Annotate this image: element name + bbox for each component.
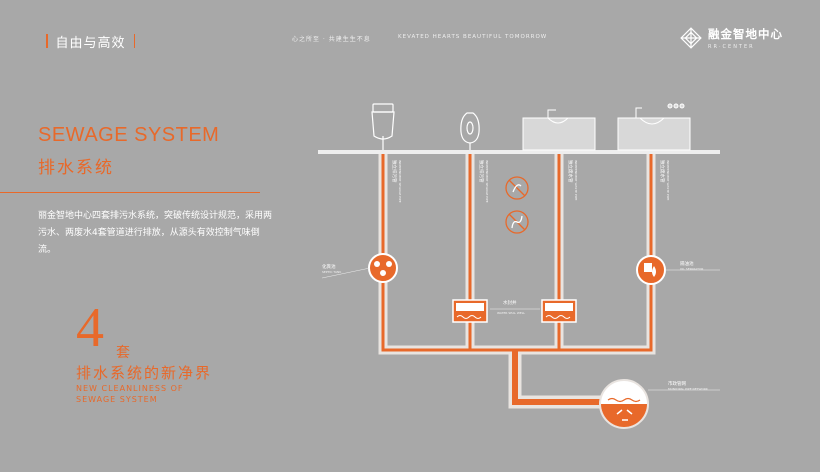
brand-logo: 融金智地中心 RR·CENTER [680, 26, 783, 50]
pipe-label-1: 独立排污管 INDEPENDENT SEWAGE PIPE [391, 160, 402, 203]
big-unit: 套 [116, 345, 130, 361]
section-tag-label: 自由与高效 [55, 35, 126, 51]
water-seal-well-left-icon [452, 299, 488, 323]
water-seal-en: WATER SEAL WELL [497, 311, 525, 315]
tag-bar-right [133, 34, 136, 48]
municipal-cn: 市政管网 [668, 380, 686, 387]
slogan-en: KEVATED HEARTS BEAUTIFUL TOMORROW [398, 34, 548, 40]
pipe-label-2: 独立排污管 INDEPENDENT SEWAGE PIPE [478, 160, 489, 203]
pipe-label-4: 独立废水管 INDEPENDENT WASTE PIPE [659, 160, 670, 200]
septic-tank-en: SEPTIC TANK [322, 270, 342, 274]
slogan-cn: 心之所至 · 共建生生不息 [292, 36, 371, 43]
urinal-icon [460, 112, 480, 150]
toilet-icon [371, 103, 395, 150]
pipe-label-3-en: INDEPENDENT WASTE PIPE [574, 160, 578, 200]
pipe-label-3-cn: 独立废水管 [567, 160, 574, 183]
subtitle-cn: 排水系统的新净界 [76, 364, 213, 382]
logo-mark-icon [680, 27, 702, 49]
tag-bar-left [46, 34, 48, 48]
municipal-en: MUNICIPAL PIPE NETWORK [668, 387, 709, 391]
pipe-label-4-en: INDEPENDENT WASTE PIPE [666, 160, 670, 200]
water-seal-well-right-icon [541, 299, 577, 323]
subtitle-en-line1: NEW CLEANLINESS OF [76, 384, 184, 393]
water-seal-cn: 水封井 [503, 299, 517, 306]
logo-en: RR·CENTER [708, 44, 755, 50]
oil-separator-en: OIL SEPARATOR [680, 267, 703, 271]
sink-left-icon [522, 109, 596, 151]
pipe-label-1-cn: 独立排污管 [391, 160, 398, 183]
title-cn: 排水系统 [38, 158, 114, 178]
subtitle-en-line2: SEWAGE SYSTEM [76, 395, 158, 404]
no-odor-icon [505, 176, 529, 200]
main-drain-inner [512, 350, 620, 405]
section-tag: 自由与高效 [38, 32, 143, 51]
pipe-label-4-cn: 独立废水管 [659, 160, 666, 183]
pipe-label-3: 独立废水管 INDEPENDENT WASTE PIPE [567, 160, 578, 200]
no-backflow-icon [505, 210, 529, 234]
title-en: SEWAGE SYSTEM [38, 124, 220, 146]
oil-separator-icon [636, 255, 666, 285]
floor-slab [318, 150, 720, 154]
description: 丽金智地中心四套排污水系统，突破传统设计规范，采用两污水、两废水4套管道进行排放… [38, 211, 273, 255]
pipe-label-2-en: INDEPENDENT SEWAGE PIPE [485, 160, 489, 203]
septic-leader [321, 267, 371, 279]
septic-tank-icon [368, 253, 398, 283]
pipe-label-2-cn: 独立排污管 [478, 160, 485, 183]
sink-right-icon [617, 103, 691, 151]
pipe-label-1-en: INDEPENDENT SEWAGE PIPE [398, 160, 402, 203]
oil-separator-cn: 隔油池 [680, 260, 694, 267]
septic-tank-cn: 化粪池 [322, 263, 336, 270]
pipe-4-outer [515, 154, 656, 355]
logo-name: 融金智地中心 [708, 27, 783, 41]
pipe-4-inner [515, 154, 653, 352]
title-divider [0, 192, 260, 193]
municipal-network-icon [599, 379, 649, 429]
big-number: 4 [76, 297, 104, 359]
